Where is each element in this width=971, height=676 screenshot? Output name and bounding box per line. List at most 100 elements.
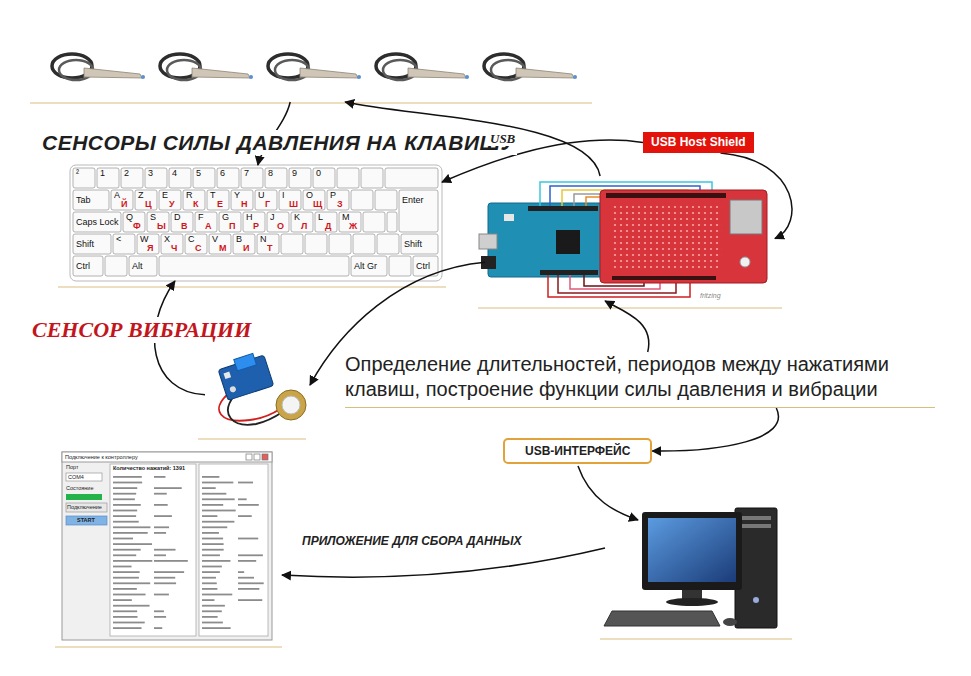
free-label: ПРИЛОЖЕНИЕ ДЛЯ СБОРА ДАННЫХ: [300, 534, 523, 549]
key-latin: L: [318, 213, 323, 222]
key: [279, 190, 301, 210]
list-line: [113, 560, 152, 562]
force-sensor-strip: [408, 68, 466, 78]
key-latin: E: [162, 191, 168, 200]
vibration-sensor: СЕНСОР ВИБРАЦИИ: [205, 355, 310, 433]
key-cyrillic: З: [337, 200, 343, 209]
list-line: [202, 510, 236, 512]
key-latin: J: [270, 213, 275, 222]
key: [73, 256, 103, 276]
key: [255, 190, 277, 210]
description: Определение длительностей, периодов межд…: [345, 352, 935, 402]
key: [233, 234, 255, 254]
key: [399, 190, 438, 232]
key: [241, 168, 263, 188]
list-line: [113, 487, 137, 489]
key: [73, 212, 121, 232]
key: [147, 212, 169, 232]
key: [195, 212, 217, 232]
list-panel: [110, 464, 196, 636]
select-box: [66, 473, 102, 481]
app-window: Подключение к контроллеруПортCOM4Состоян…: [62, 452, 272, 640]
title-bar: [62, 452, 272, 462]
list-line: [202, 521, 234, 523]
list-line: [113, 599, 132, 601]
list-line: [154, 532, 166, 534]
key-cyrillic: П: [229, 222, 235, 231]
key: [169, 168, 191, 188]
monitor-screen: [648, 518, 736, 582]
list-line: [238, 538, 258, 540]
watermark: fritzing: [700, 292, 721, 300]
key: [161, 234, 183, 254]
list-line: [202, 476, 219, 478]
key: [305, 234, 327, 254]
list-line: [113, 577, 139, 579]
key-latin: K: [294, 213, 300, 222]
key-cyrillic: Ж: [349, 222, 357, 231]
list-line: [202, 515, 217, 517]
key-cyrillic: Я: [147, 244, 153, 253]
key: [231, 190, 253, 210]
list-line: [154, 487, 182, 489]
key-cyrillic: О: [277, 222, 284, 231]
list-line: [113, 543, 152, 545]
key: [267, 212, 289, 232]
computer-illustration: [604, 508, 777, 628]
key-label: 3: [148, 169, 153, 178]
key-label: Shift: [404, 240, 422, 249]
keyboard: ²1234567890TabAЙZЦEУRКTЕYНUГIШOЩPЗEnterC…: [70, 165, 442, 281]
key-cyrillic: Г: [265, 200, 270, 209]
wire: [586, 197, 600, 206]
key: [339, 212, 361, 232]
drive-bay: [741, 524, 771, 528]
key: [243, 212, 265, 232]
arrow: [282, 548, 605, 577]
key: [183, 190, 205, 210]
list-line: [202, 493, 226, 495]
underline: [478, 307, 782, 308]
app-window: [62, 452, 272, 640]
list-line: [154, 577, 175, 579]
list-line: [154, 504, 168, 506]
key-cyrillic: Й: [121, 200, 127, 209]
force-sensor-strip: [192, 68, 250, 78]
key: [327, 190, 349, 210]
key-latin: H: [246, 213, 253, 222]
key: [159, 190, 181, 210]
list-line: [202, 577, 216, 579]
sensor-heading: СЕНСОР ВИБРАЦИИ: [30, 317, 253, 343]
key: [281, 234, 303, 254]
key-latin: Q: [126, 213, 133, 222]
key-label: 9: [292, 169, 297, 178]
list-header: Количество нажатий: 1391: [113, 465, 185, 472]
key: [291, 212, 313, 232]
list-line: [113, 610, 137, 612]
key-label: 7: [244, 169, 249, 178]
list-line: [202, 616, 218, 618]
key: [377, 234, 399, 254]
key: [207, 190, 229, 210]
key-latin: R: [186, 191, 193, 200]
key-cyrillic: Ш: [289, 200, 298, 209]
key-label: Ctrl: [76, 262, 90, 271]
key: [265, 168, 287, 188]
list-line: [202, 498, 235, 500]
pin-header: [612, 276, 716, 280]
key-cyrillic: Н: [241, 200, 248, 209]
key: [121, 168, 143, 188]
key-label: 4: [172, 169, 177, 178]
usb-socket: [730, 200, 762, 234]
underline: [55, 646, 282, 647]
key-latin: P: [330, 191, 336, 200]
force-sensor-strip: [516, 68, 574, 78]
key-label: Enter: [402, 196, 424, 205]
key-latin: B: [236, 235, 242, 244]
list-line: [113, 571, 140, 573]
list-line: [202, 571, 220, 573]
key-label: Shift: [76, 240, 94, 249]
list-line: [154, 526, 169, 528]
chip: [556, 230, 580, 254]
key-label: 5: [196, 169, 201, 178]
key-cyrillic: Т: [267, 244, 273, 253]
